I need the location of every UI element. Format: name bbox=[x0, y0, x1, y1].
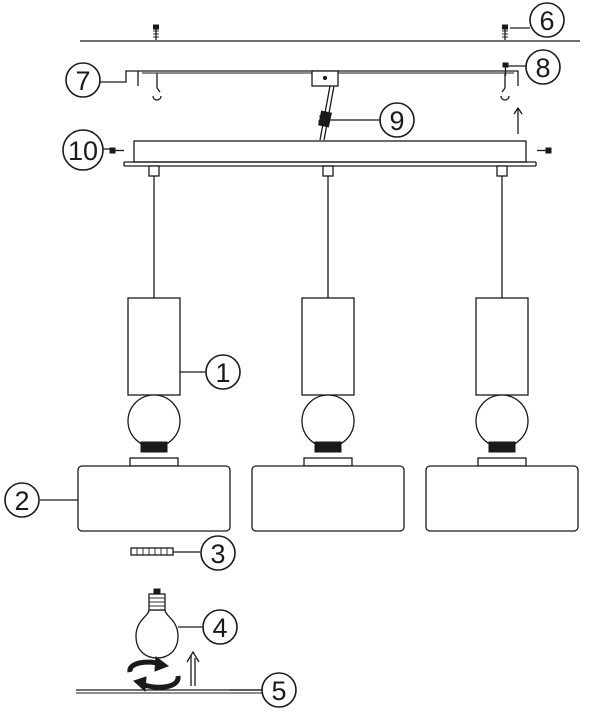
callout-4-label: 4 bbox=[212, 613, 227, 643]
callout-8-label: 8 bbox=[535, 53, 550, 83]
callout-6-label: 6 bbox=[539, 6, 554, 36]
callout-1-label: 1 bbox=[215, 358, 230, 388]
leader-lines bbox=[40, 27, 530, 691]
callout-8: 8 bbox=[525, 49, 561, 85]
up-arrow-bottom bbox=[186, 650, 200, 686]
pendant-middle bbox=[251, 165, 405, 532]
side-screw-right bbox=[537, 147, 552, 154]
retaining-ring bbox=[130, 547, 174, 556]
callout-10: 10 bbox=[62, 129, 104, 171]
wire-connector bbox=[318, 85, 335, 141]
callout-10-label: 10 bbox=[68, 136, 98, 166]
callout-7: 7 bbox=[65, 62, 101, 98]
rotate-arrow bbox=[127, 656, 181, 693]
callout-4: 4 bbox=[202, 609, 238, 645]
ceiling-screw-right bbox=[502, 24, 508, 40]
up-arrow-right bbox=[513, 106, 523, 134]
callout-5-label: 5 bbox=[271, 676, 286, 706]
mounting-bracket bbox=[137, 70, 519, 101]
callout-3-label: 3 bbox=[210, 539, 225, 569]
callout-2: 2 bbox=[4, 482, 40, 518]
callout-1: 1 bbox=[205, 354, 241, 390]
pendant-left bbox=[77, 165, 231, 532]
callout-6: 6 bbox=[529, 2, 565, 38]
callout-2-label: 2 bbox=[14, 486, 29, 516]
callout-9: 9 bbox=[379, 102, 415, 138]
callout-3: 3 bbox=[200, 535, 236, 571]
callout-7-label: 7 bbox=[75, 66, 90, 96]
pendant-right bbox=[425, 165, 579, 532]
callout-9-label: 9 bbox=[389, 106, 404, 136]
canopy-plate bbox=[123, 140, 537, 167]
callout-5: 5 bbox=[261, 672, 297, 708]
light-bulb bbox=[135, 588, 179, 659]
ceiling-screw-left bbox=[153, 24, 159, 40]
side-screw-left bbox=[109, 147, 124, 154]
bracket-screw bbox=[502, 62, 509, 76]
